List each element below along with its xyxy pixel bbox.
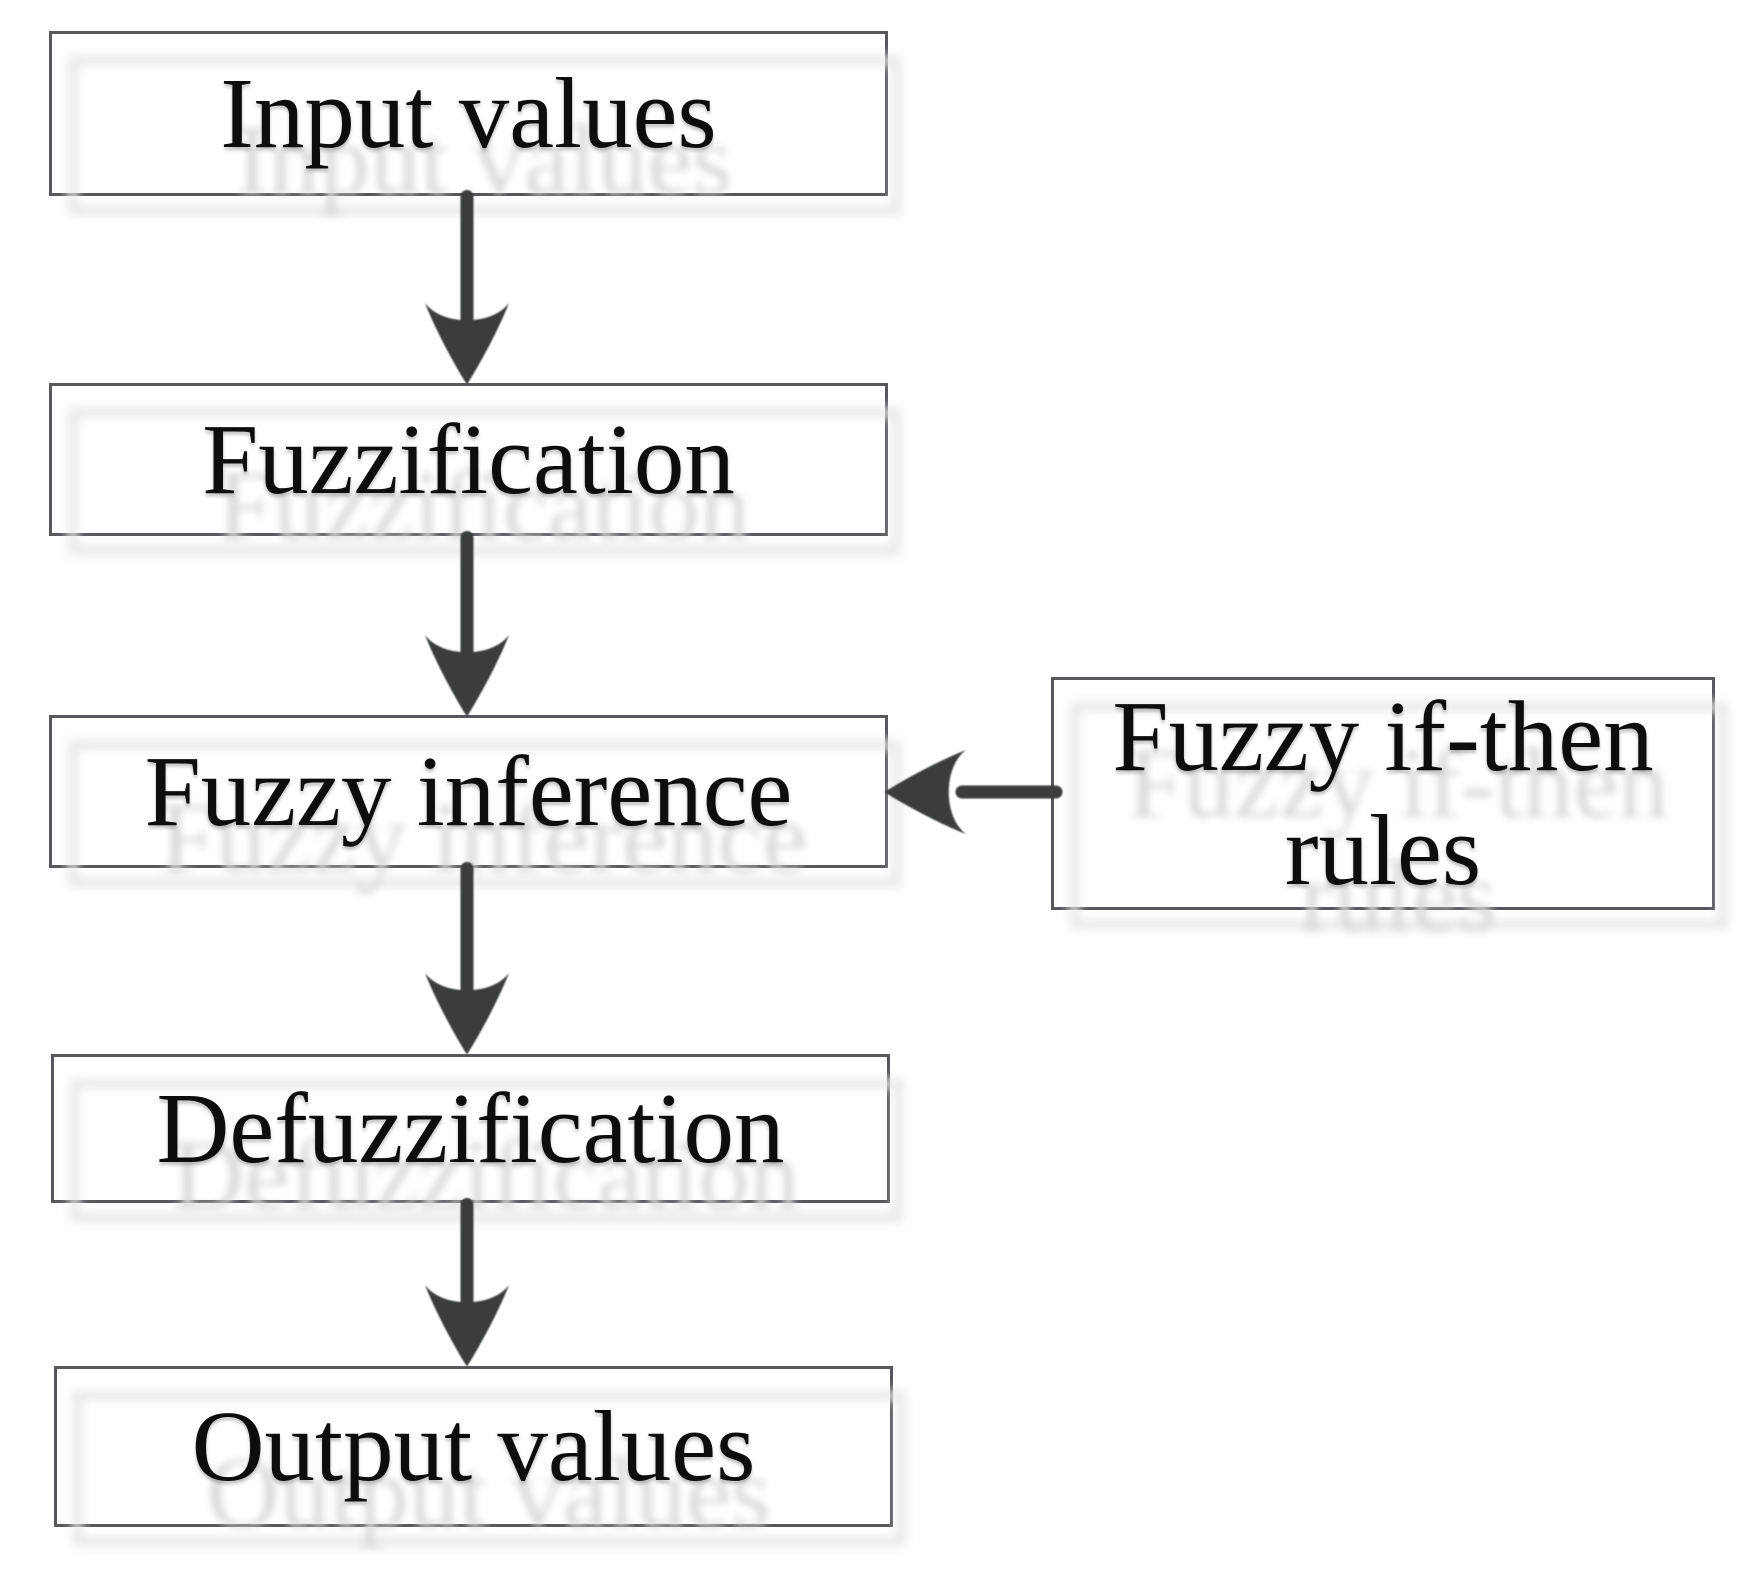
node-label: Fuzzification xyxy=(202,402,735,515)
node-label: Output values xyxy=(191,1389,756,1502)
node-defuzzification: Defuzzification Defuzzification xyxy=(51,1054,903,1230)
node-output-values: Output values Output values xyxy=(54,1366,906,1548)
arrowhead-down-icon xyxy=(425,973,509,1054)
node-label: Defuzzification xyxy=(156,1071,785,1184)
node-label: Input values xyxy=(220,56,717,169)
arrowhead-down-icon xyxy=(425,1285,509,1366)
node-label: Fuzzy if-then rules xyxy=(1112,680,1654,906)
node-fuzzy-inference: Fuzzy inference Fuzzy inference xyxy=(49,715,901,893)
arrow-shaft xyxy=(460,531,474,658)
arrow-input-values-to-fuzzification xyxy=(425,190,509,384)
arrowhead-left-icon xyxy=(885,750,966,834)
arrow-defuzzification-to-output-values xyxy=(425,1198,509,1366)
arrow-fuzzification-to-fuzzy-inference xyxy=(425,531,509,716)
arrow-shaft xyxy=(460,190,474,326)
node-fuzzy-if-then-rules: Fuzzy if-then rules Fuzzy if-then rules xyxy=(1051,677,1728,952)
node-input-values: Input values Input values xyxy=(49,31,901,215)
arrowhead-down-icon xyxy=(425,303,509,384)
arrow-fuzzy-inference-to-defuzzification xyxy=(425,862,509,1054)
arrow-shaft xyxy=(460,862,474,996)
node-fuzzification: Fuzzification Fuzzification xyxy=(49,383,901,561)
node-label: Fuzzy inference xyxy=(144,734,793,847)
arrow-shaft xyxy=(460,1198,474,1308)
arrowhead-down-icon xyxy=(425,635,509,716)
arrow-rules-to-fuzzy-inference xyxy=(885,750,1063,834)
